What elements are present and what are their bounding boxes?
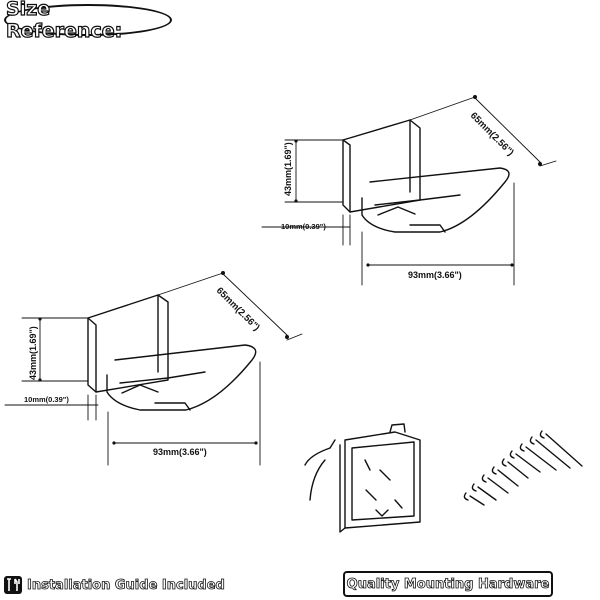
upper-thickness-label: 10mm(0.39") (281, 222, 326, 231)
installation-guide-note: Installation Guide Included (4, 574, 225, 596)
lower-depth-label: 65mm(2.56") (214, 285, 262, 333)
upper-width-label: 93mm(3.66") (408, 270, 462, 280)
mounting-bracket-drawing (304, 423, 421, 533)
quality-hardware-badge: Quality Mounting Hardware (343, 571, 553, 597)
screws-drawing (463, 430, 583, 506)
lower-thickness-label: 10mm(0.39") (24, 395, 69, 404)
hook-drawing-lower (87, 294, 257, 411)
hook-drawing-upper (342, 119, 510, 233)
lower-height-label: 43mm(1.69") (28, 326, 38, 380)
upper-height-label: 43mm(1.69") (283, 142, 293, 196)
tools-icon (4, 576, 22, 594)
installation-guide-label: Installation Guide Included (27, 577, 226, 593)
upper-depth-label: 65mm(2.56") (468, 110, 516, 158)
lower-width-label: 93mm(3.66") (153, 447, 207, 457)
